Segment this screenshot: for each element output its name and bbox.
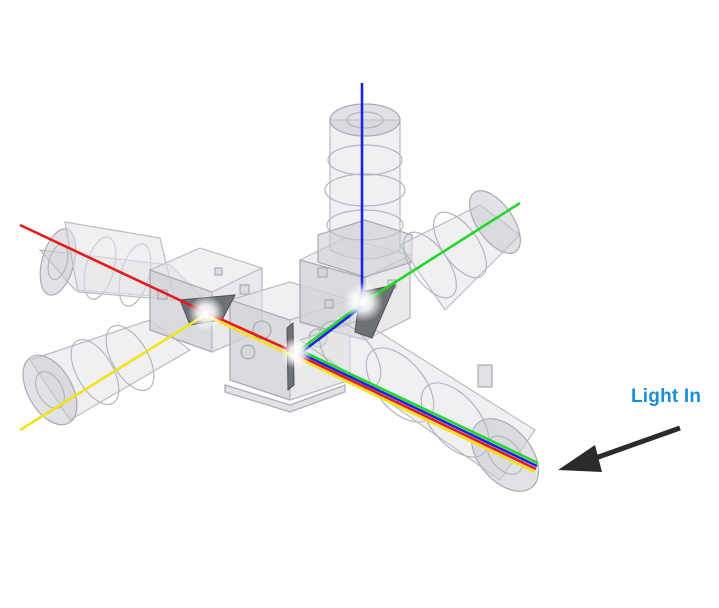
tube-input-lower-right bbox=[298, 319, 540, 492]
beam-yellow-out bbox=[19, 313, 206, 432]
beam-red-out bbox=[19, 223, 206, 314]
tube-lower-left bbox=[22, 319, 192, 426]
glow-left bbox=[188, 295, 224, 331]
beam-input-yellow bbox=[295, 355, 536, 474]
light-in-arrow bbox=[558, 425, 681, 472]
glow-right bbox=[343, 282, 383, 322]
reflection-glows bbox=[188, 282, 383, 369]
beam-green-out bbox=[363, 201, 521, 304]
tube-upper-right bbox=[399, 190, 521, 311]
arrow-shaft bbox=[589, 425, 681, 463]
light-in-label: Light In bbox=[631, 386, 702, 407]
glow-center bbox=[280, 337, 312, 369]
beam-input-red bbox=[297, 353, 537, 471]
beam-input-green bbox=[299, 348, 539, 465]
arrow-head-icon bbox=[558, 445, 602, 472]
beam-input-blue bbox=[299, 351, 538, 468]
tube-vertical-top bbox=[317, 103, 413, 278]
